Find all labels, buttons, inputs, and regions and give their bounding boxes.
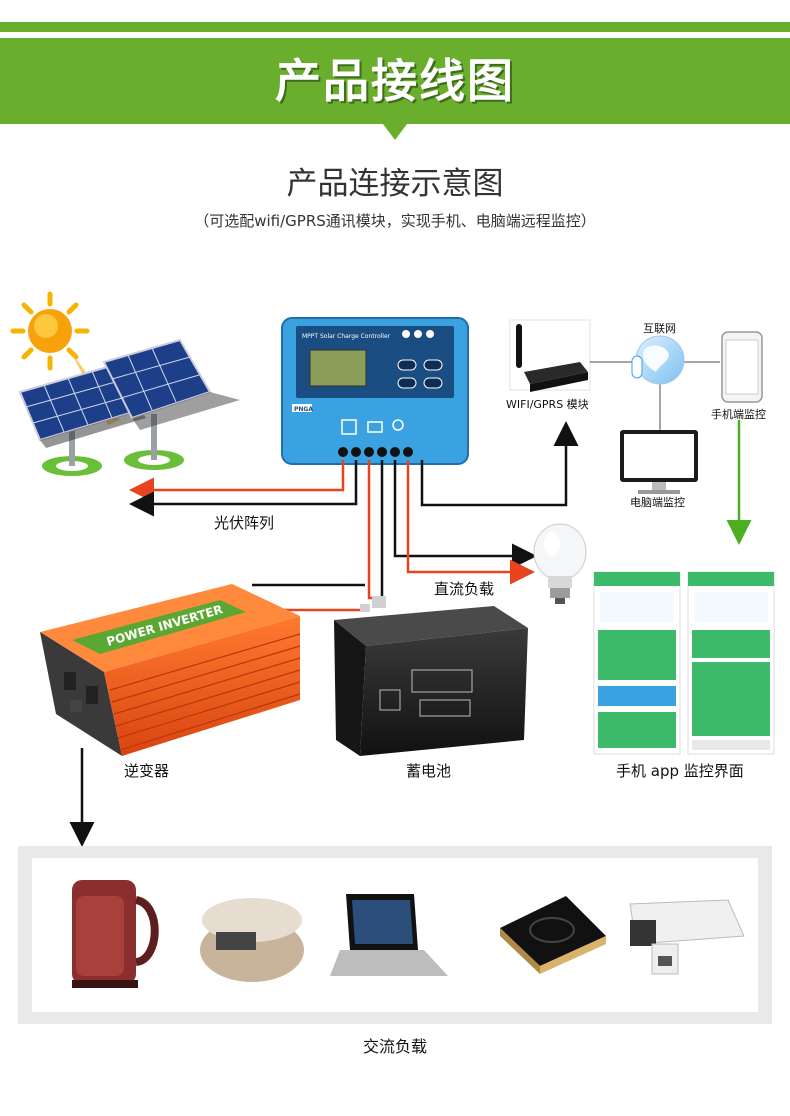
- inverter-label: 逆变器: [124, 762, 170, 780]
- page-title: 产品接线图: [275, 54, 515, 108]
- solar-panel-icon: [18, 338, 240, 476]
- rice-cooker-icon: [200, 898, 304, 982]
- pv-negative-wire: [129, 460, 358, 517]
- pv-array-label: 光伏阵列: [214, 514, 275, 532]
- light-bulb-icon: [533, 523, 587, 604]
- battery-label: 蓄电池: [406, 762, 452, 780]
- inverter-device: POWER INVERTER: [40, 584, 301, 756]
- comm-wire: [420, 421, 579, 507]
- dc-load-negative-wire: [393, 460, 537, 569]
- battery-icon: [334, 596, 528, 756]
- dc-load-label: 直流负载: [434, 580, 495, 598]
- phone-monitor-label: 手机端监控: [711, 408, 766, 421]
- security-camera-icon: [629, 899, 745, 975]
- induction-cooker-icon: [500, 896, 606, 974]
- app-ui-label: 手机 app 监控界面: [616, 762, 744, 780]
- charge-controller: MPPT Solar Charge Controller PNGA: [281, 317, 469, 465]
- globe-icon: [631, 335, 685, 385]
- sun-icon: [10, 291, 90, 371]
- ac-load-label: 交流负载: [362, 1037, 427, 1056]
- header-banner: [0, 38, 790, 124]
- diagram-caption: （可选配wifi/GPRS通讯模块，实现手机、电脑端远程监控）: [194, 212, 596, 230]
- dc-load-positive-wire: [406, 460, 535, 585]
- controller-brand-text: MPPT Solar Charge Controller: [302, 333, 391, 340]
- app-screen-2: [687, 571, 775, 755]
- kettle-icon: [72, 880, 159, 988]
- monitor-icon: [620, 430, 698, 494]
- app-screen-1: [593, 571, 681, 755]
- smartphone-icon: [721, 331, 763, 403]
- diagram-title: 产品连接示意图: [286, 166, 504, 202]
- wifi-module-label: WIFI/GPRS 模块: [506, 398, 589, 411]
- wifi-module-icon: [509, 319, 591, 392]
- internet-label: 互联网: [643, 322, 676, 335]
- banner-pointer: [383, 124, 407, 140]
- pv-positive-wire: [129, 460, 345, 503]
- controller-logo: PNGA: [294, 406, 313, 413]
- laptop-icon: [330, 894, 448, 976]
- banner-top-stripe: [0, 22, 790, 32]
- pc-monitor-label: 电脑端监控: [630, 496, 685, 509]
